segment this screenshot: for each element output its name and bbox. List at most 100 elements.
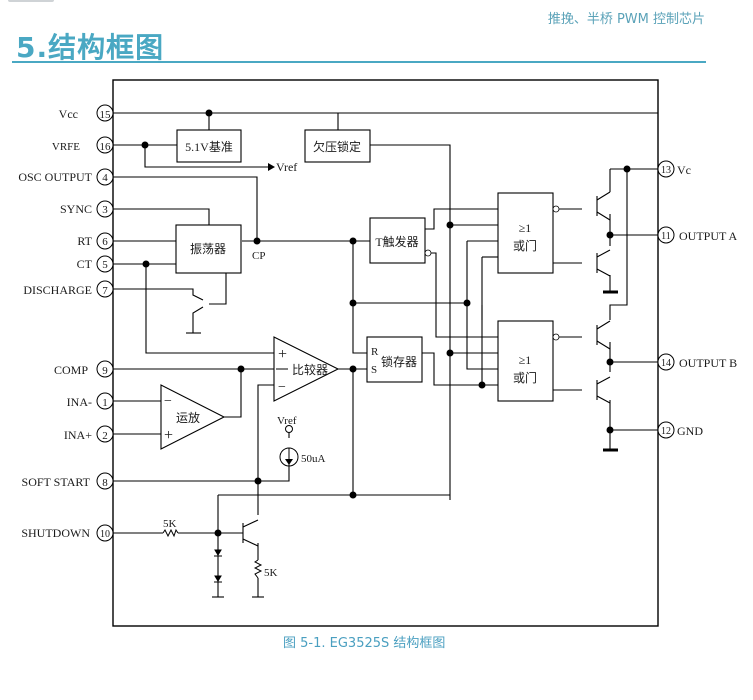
- transistor-a-high: [596, 191, 611, 221]
- pin-label: OUTPUT B: [679, 356, 737, 370]
- logo-fragment: [8, 0, 54, 2]
- or-gate-b: ≥1 或门: [497, 320, 560, 402]
- arrow-down-icon: [285, 459, 293, 465]
- pin-soft-start: SOFT START 8: [22, 472, 114, 490]
- pin-label: SOFT START: [22, 475, 91, 489]
- comparator-block: + 比较器 −: [273, 336, 340, 402]
- pin-number: 11: [661, 231, 671, 242]
- pin-number: 12: [661, 426, 671, 437]
- pin-output-a: 11 OUTPUT A: [657, 226, 737, 244]
- svg-text:Vref: Vref: [277, 415, 297, 427]
- uvlo-block: 欠压锁定: [304, 129, 371, 163]
- pin-sync: SYNC 3: [60, 200, 114, 218]
- title-divider: [12, 61, 706, 63]
- pin-comp: COMP 9: [54, 360, 114, 378]
- chip-outline: [112, 79, 659, 627]
- junction-dots: [141, 109, 631, 537]
- svg-text:+: +: [164, 427, 173, 444]
- emitter-resistor: 5K: [253, 559, 278, 579]
- pin-number: 16: [100, 141, 112, 153]
- pin-number: 9: [102, 365, 108, 377]
- pin-output-b: 14 OUTPUT B: [657, 353, 737, 371]
- pin-number: 13: [661, 165, 671, 176]
- section-title: 5.结构框图: [16, 31, 165, 64]
- svg-text:5.1V基准: 5.1V基准: [185, 140, 233, 154]
- vref-label: Vref: [276, 160, 297, 174]
- svg-text:T触发器: T触发器: [375, 234, 418, 249]
- transistor-b-high: [596, 320, 611, 350]
- pin-ina-minus: INA- 1: [67, 392, 114, 410]
- pin-vcc: Vcc 15: [59, 104, 114, 122]
- pin-number: 3: [102, 204, 108, 216]
- or-gate-a: ≥1 或门: [497, 192, 560, 274]
- pin-label: SHUTDOWN: [21, 526, 90, 540]
- t-flipflop-block: T触发器: [369, 217, 432, 264]
- wires: [113, 112, 658, 598]
- pin-label: OUTPUT A: [679, 229, 737, 243]
- svg-text:运放: 运放: [176, 410, 200, 425]
- transistor-a-low: [596, 249, 611, 277]
- svg-text:R: R: [371, 346, 379, 358]
- pin-label: RT: [77, 234, 92, 248]
- pin-label: Vc: [677, 163, 691, 177]
- pin-label: INA-: [67, 395, 92, 409]
- pin-label: DISCHARGE: [23, 283, 92, 297]
- pin-number: 7: [102, 285, 108, 297]
- pin-number: 10: [100, 529, 110, 540]
- pin-number: 15: [100, 109, 112, 121]
- pin-label: INA+: [64, 428, 92, 442]
- current-source: Vref 50uA: [277, 415, 326, 467]
- pin-shutdown: SHUTDOWN 10: [21, 524, 114, 542]
- pin-vc: 13 Vc: [657, 160, 691, 178]
- left-pins: Vcc 15 VRFE 16 OSC OUTPUT 4 SYNC 3 RT 6 …: [18, 104, 114, 542]
- pin-ina-plus: INA+ 2: [64, 425, 114, 443]
- transistor-b-low: [596, 376, 611, 404]
- svg-text:−: −: [278, 380, 286, 395]
- svg-text:欠压锁定: 欠压锁定: [313, 139, 361, 154]
- svg-text:5K: 5K: [264, 567, 278, 579]
- pin-number: 6: [102, 236, 108, 248]
- svg-text:或门: 或门: [513, 238, 537, 253]
- pin-number: 1: [102, 397, 108, 409]
- svg-text:≥1: ≥1: [519, 353, 532, 367]
- pin-number: 2: [102, 430, 108, 442]
- svg-text:比较器: 比较器: [292, 362, 328, 377]
- pin-label: SYNC: [60, 202, 92, 216]
- pin-label: GND: [677, 424, 703, 438]
- svg-text:≥1: ≥1: [519, 221, 532, 235]
- latch-block: R S 锁存器: [366, 336, 423, 383]
- svg-text:S: S: [371, 364, 377, 376]
- pin-label: VRFE: [52, 141, 80, 153]
- output-transistors: [596, 191, 611, 404]
- svg-text:锁存器: 锁存器: [381, 354, 417, 369]
- pin-number: 5: [102, 259, 108, 271]
- pin-osc-output: OSC OUTPUT 4: [18, 168, 114, 186]
- document-subtitle: 推挽、半桥 PWM 控制芯片: [547, 12, 705, 27]
- pin-label: COMP: [54, 363, 88, 377]
- pin-label: Vcc: [59, 107, 78, 121]
- svg-text:+: +: [278, 346, 287, 363]
- shutdown-resistor: 5K: [162, 518, 179, 538]
- svg-text:振荡器: 振荡器: [190, 242, 226, 256]
- pin-label: OSC OUTPUT: [18, 170, 92, 184]
- svg-text:50uA: 50uA: [301, 453, 326, 465]
- diodes: [214, 549, 222, 583]
- pin-number: 4: [102, 172, 108, 184]
- pin-number: 8: [102, 477, 108, 489]
- reference-block: 5.1V基准: [176, 129, 242, 163]
- pin-label: CT: [77, 257, 93, 271]
- error-amp-block: − + 运放: [160, 384, 226, 450]
- oscillator-block: 振荡器: [175, 224, 242, 274]
- svg-text:5K: 5K: [163, 518, 177, 530]
- pin-discharge: DISCHARGE 7: [23, 280, 114, 298]
- pin-vrfe: VRFE 16: [52, 136, 114, 154]
- figure-caption: 图 5-1. EG3525S 结构框图: [283, 636, 446, 651]
- svg-text:−: −: [164, 394, 172, 409]
- pin-ct: CT 5: [77, 255, 114, 273]
- pin-number: 14: [661, 358, 671, 369]
- pin-rt: RT 6: [77, 232, 114, 250]
- svg-text:或门: 或门: [513, 370, 537, 385]
- right-pins: 13 Vc 11 OUTPUT A 14 OUTPUT B 12 GND: [657, 160, 737, 439]
- cp-label: CP: [252, 250, 265, 262]
